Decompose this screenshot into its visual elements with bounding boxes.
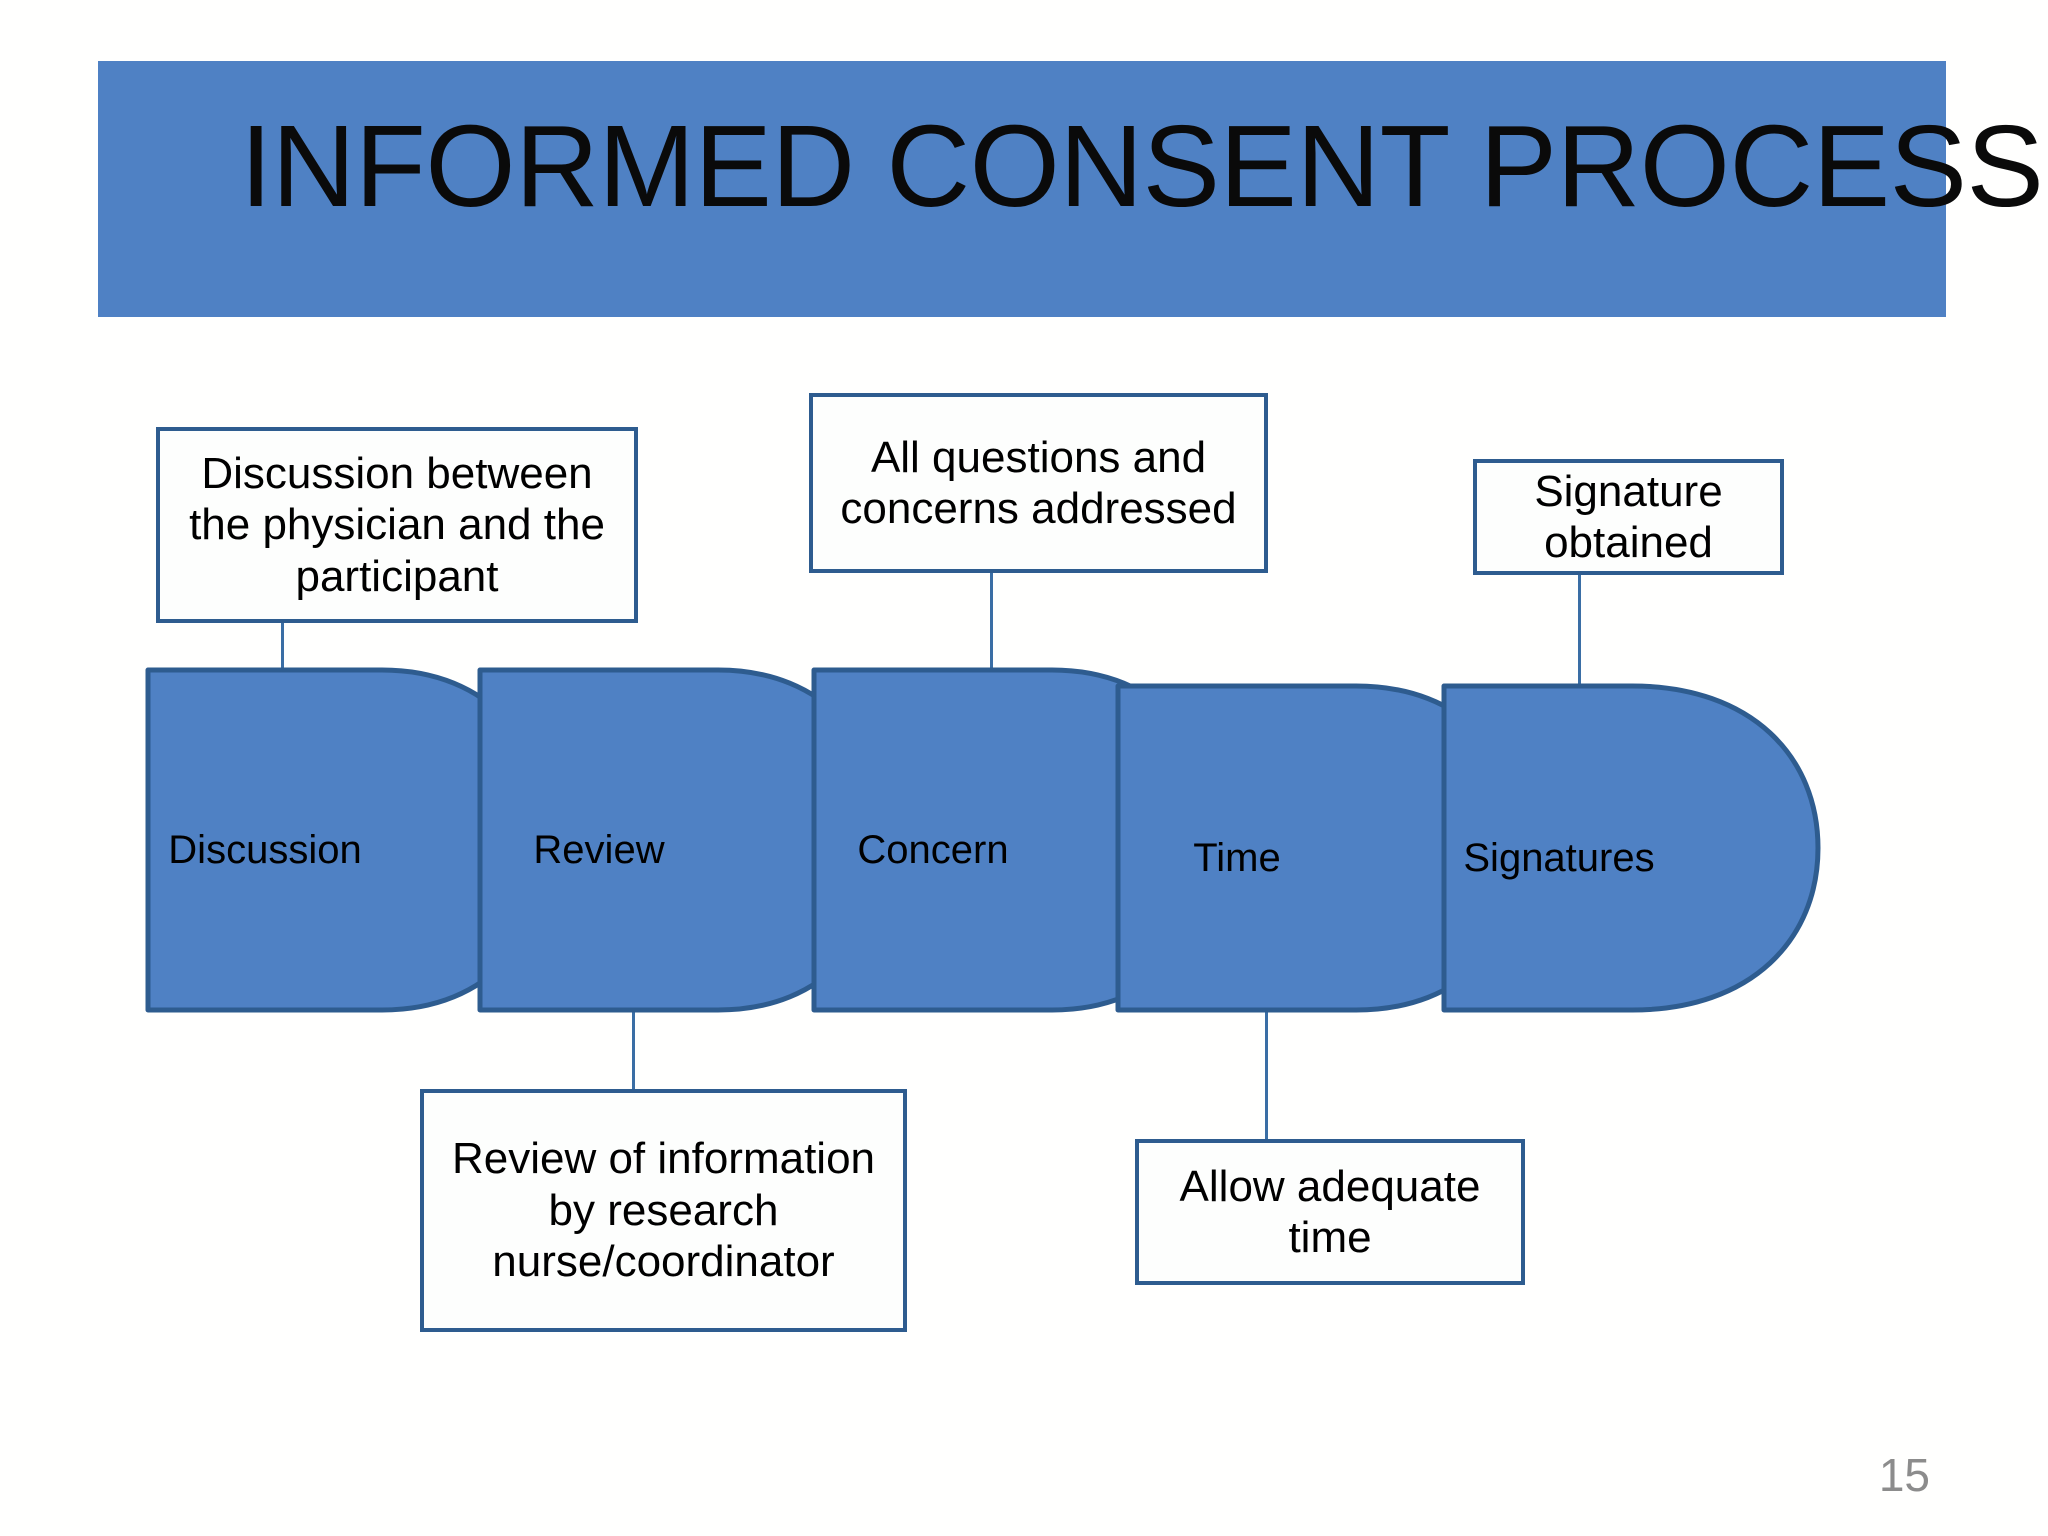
page-number: 15 (1878, 1449, 1930, 1501)
page-title: INFORMED CONSENT PROCESS (240, 101, 2044, 231)
callout-signature[interactable]: Signature obtained (1473, 459, 1784, 575)
callout-text-review: Review of information by research nurse/… (451, 1134, 876, 1287)
callout-review[interactable]: Review of information by research nurse/… (420, 1089, 907, 1332)
connector-signature (1578, 575, 1581, 690)
process-shape-label-concern: Concern (857, 828, 1009, 872)
callout-text-discussion: Discussion between the physician and the… (189, 448, 605, 601)
callout-text-signature: Signature obtained (1534, 466, 1723, 567)
connector-review (632, 1010, 635, 1090)
callout-time[interactable]: Allow adequate time (1135, 1139, 1525, 1285)
connector-time (1265, 1010, 1268, 1140)
process-shape-signatures[interactable] (1441, 683, 1821, 1013)
callout-text-time: Allow adequate time (1179, 1161, 1481, 1262)
callout-text-concern: All questions and concerns addressed (840, 432, 1237, 533)
connector-concern (990, 573, 993, 673)
callout-concern[interactable]: All questions and concerns addressed (809, 393, 1268, 573)
process-shape-label-discussion: Discussion (168, 828, 362, 872)
process-shape-label-signatures: Signatures (1463, 836, 1655, 880)
connector-discussion (281, 623, 284, 673)
title-banner (98, 61, 1946, 317)
callout-discussion[interactable]: Discussion between the physician and the… (156, 427, 638, 623)
process-shape-label-time: Time (1193, 836, 1281, 880)
process-shape-label-review: Review (533, 828, 665, 872)
